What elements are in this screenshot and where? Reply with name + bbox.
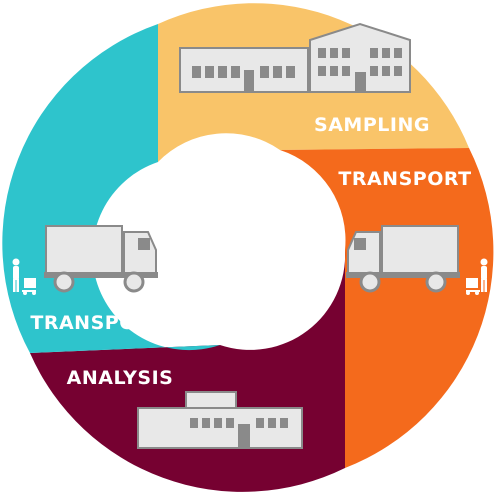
warehouse-icon <box>179 22 411 93</box>
worker-icon <box>12 258 36 295</box>
truck-icon <box>346 225 460 293</box>
label-transport-right: TRANSPORT <box>338 168 471 190</box>
label-transport-left: TRANSPORT <box>30 312 163 334</box>
worker-icon <box>466 258 488 295</box>
label-sampling: SAMPLING <box>314 114 430 136</box>
truck-icon <box>44 225 158 293</box>
laboratory-building-icon <box>137 391 303 449</box>
label-analysis: ANALYSIS <box>67 367 174 389</box>
